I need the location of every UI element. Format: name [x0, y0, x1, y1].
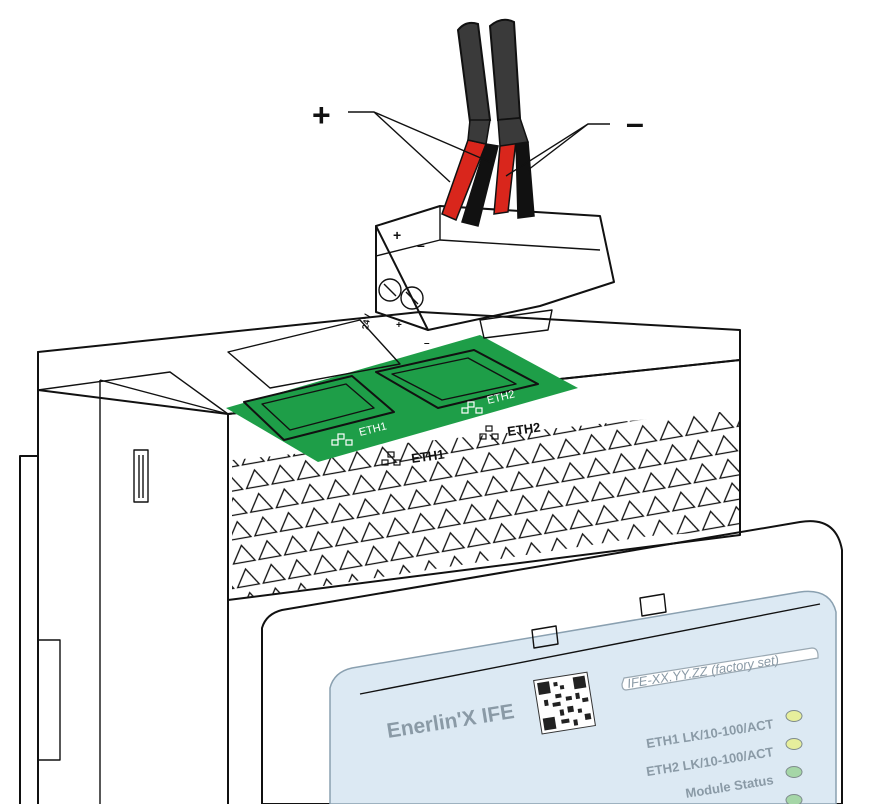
ethernet-band-fill — [226, 335, 578, 462]
network-icon — [381, 451, 401, 466]
network-icon — [479, 425, 499, 440]
plus-polarity-label: + — [312, 97, 331, 133]
port-labels: ETH1 ETH2 — [381, 419, 541, 466]
wire-black-left — [461, 143, 499, 227]
minus-polarity-label: – — [626, 105, 644, 141]
qr-code — [533, 671, 596, 735]
factory-set-box — [621, 647, 819, 691]
side-slot — [133, 449, 149, 503]
status-led-icon — [785, 766, 803, 778]
top-label-plate — [227, 319, 401, 389]
eth2-label: ETH2 — [506, 419, 541, 438]
network-icon — [461, 401, 483, 414]
terminal-voltage-label: 24V — [360, 313, 373, 331]
power-cables — [441, 18, 535, 227]
ethernet-band: ETH1 ETH2 — [226, 335, 578, 462]
eth1-socket — [243, 375, 395, 441]
status-led-icon — [785, 710, 803, 722]
power-terminal-block: + – 24V + – — [360, 205, 615, 349]
clip-left — [531, 625, 559, 649]
cable-right — [488, 18, 522, 122]
module-housing — [19, 311, 741, 804]
status-led-icon — [785, 738, 803, 750]
screw-plus — [378, 278, 402, 302]
status-led-icon — [785, 794, 803, 804]
clip-right — [639, 593, 667, 617]
screw-minus — [400, 286, 424, 310]
eth2-socket — [375, 349, 539, 409]
eth1-label: ETH1 — [410, 446, 445, 465]
cable-left — [456, 21, 492, 124]
network-icon — [331, 433, 353, 446]
terminal-pol-plus: + — [396, 320, 402, 331]
wire-black-right — [515, 139, 535, 219]
terminal-pol-minus: – — [424, 338, 430, 349]
terminal-minus-label: – — [417, 237, 425, 253]
front-panel: Enerlin'X IFE IFE-XX.YY.ZZ (factory set)… — [261, 520, 843, 804]
terminal-plus-label: + — [393, 227, 401, 243]
polarity-leaders — [348, 111, 610, 183]
